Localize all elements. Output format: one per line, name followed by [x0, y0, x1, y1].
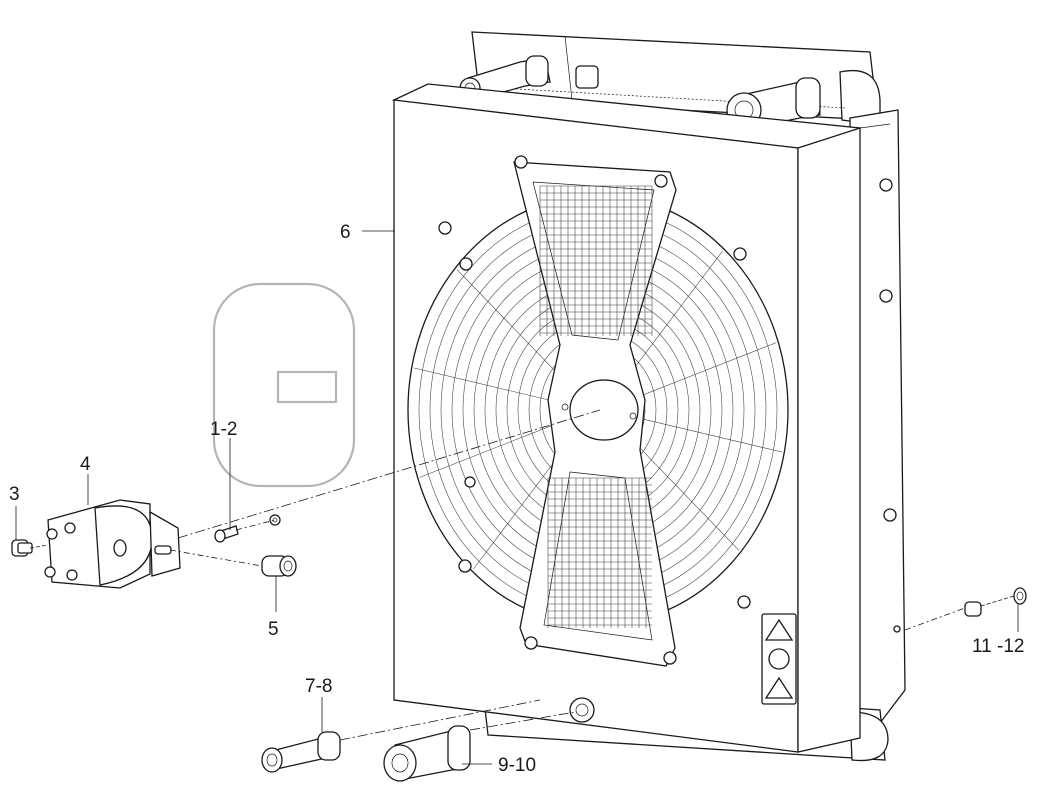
- side-mounting-frame: [849, 109, 906, 754]
- grille-spoke: [624, 432, 740, 551]
- callout-1-2: 1-2: [210, 419, 237, 440]
- callout-6: 6: [340, 222, 351, 243]
- grille-spoke: [632, 342, 777, 400]
- callout-11-12: 11 -12: [972, 636, 1024, 657]
- hose-fitting-part-9-10: [383, 725, 471, 782]
- warning-label-panel: [761, 613, 797, 705]
- fitting-part-5: [261, 555, 297, 577]
- grille-spoke: [413, 367, 563, 404]
- callout-labels: 6 1-2 4 3 5 7-8 9-10 11 -12: [9, 222, 1024, 776]
- hose-fitting-part-7-8: [261, 731, 341, 773]
- callout-4: 4: [80, 454, 91, 475]
- hydraulic-motor: [44, 499, 181, 589]
- callout-3: 3: [9, 484, 20, 505]
- plug-part-3: [11, 539, 33, 557]
- callout-9-10: 9-10: [498, 755, 536, 776]
- lower-outlet-fitting: [569, 697, 595, 723]
- washer-part-12: [1013, 587, 1027, 605]
- fan-motor-bracket: [513, 155, 677, 667]
- plug-part-11: [964, 601, 982, 617]
- callout-5: 5: [268, 619, 279, 640]
- callout-7-8: 7-8: [305, 676, 332, 697]
- washer-part-2: [269, 514, 281, 526]
- grille-spoke: [621, 250, 723, 385]
- assembly-lines: [29, 409, 1015, 741]
- bolt-part-1: [214, 525, 239, 543]
- grille-spoke: [456, 269, 572, 388]
- grille-spoke: [419, 420, 564, 478]
- grille-spoke: [633, 416, 783, 453]
- leader-lines: [15, 230, 1019, 765]
